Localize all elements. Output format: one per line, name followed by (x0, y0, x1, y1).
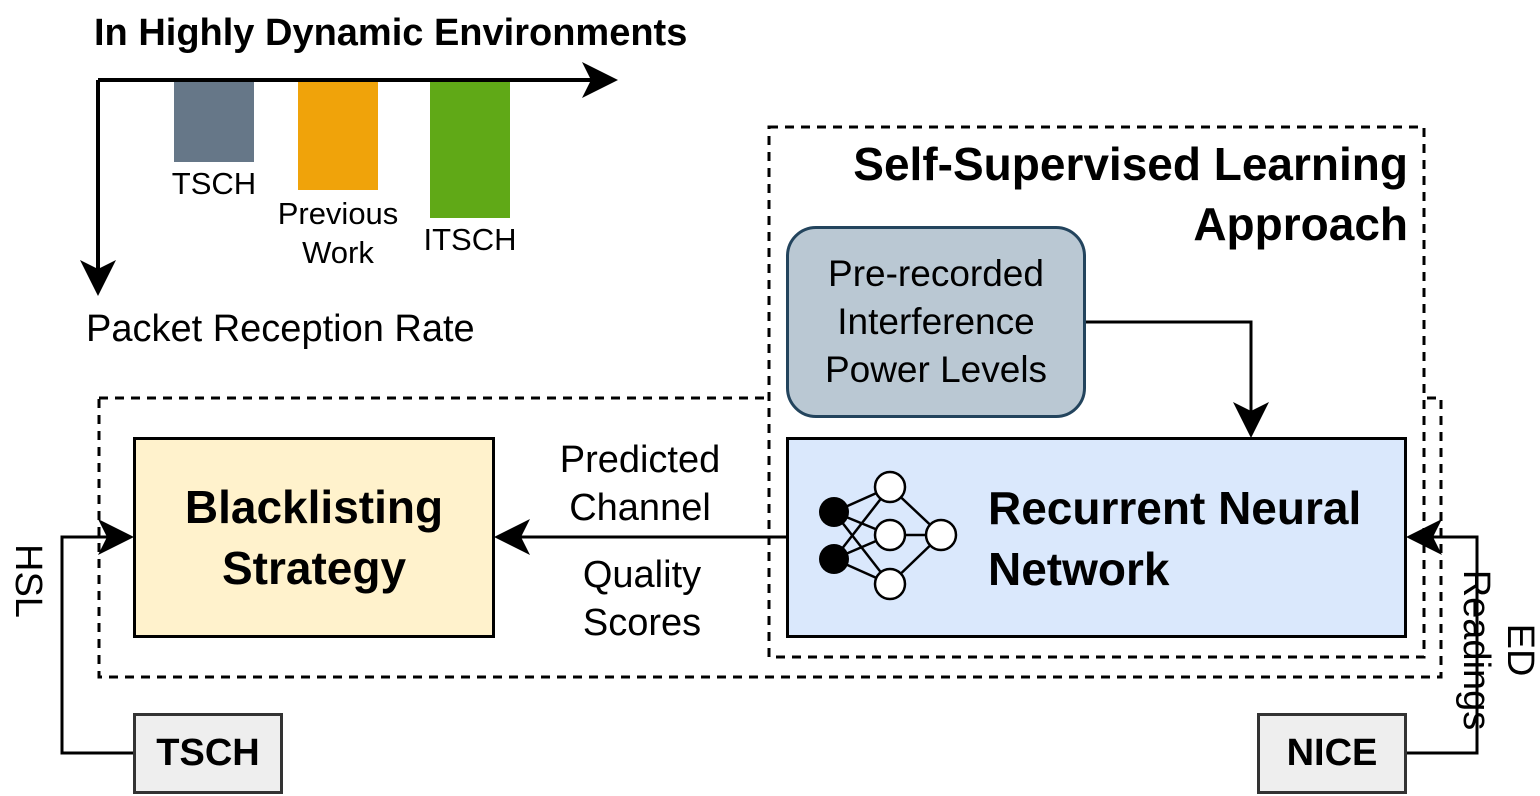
blacklisting-strategy-node: Blacklisting Strategy (133, 437, 495, 638)
hsl-label: HSL (7, 544, 49, 618)
ssl-title-line1: Self-Supervised Learning (853, 138, 1408, 190)
chart-title: In Highly Dynamic Environments (94, 12, 688, 54)
y-axis-arrowhead (80, 260, 116, 296)
edge-line3: Quality (582, 554, 702, 596)
bar-itsch (430, 82, 510, 218)
edge-line1: Predicted (559, 439, 721, 481)
bar-label-itsch: ITSCH (423, 222, 517, 257)
y-axis-label: Packet Reception Rate (86, 308, 475, 350)
interference-arrowhead (1233, 402, 1269, 438)
rnn-line2: Network (988, 543, 1170, 595)
rnn-label: Recurrent Neural Network (988, 478, 1361, 600)
x-axis-arrowhead (582, 62, 618, 98)
interference-to-rnn-connector (1086, 320, 1253, 415)
ed-readings-label: ED Readings (1455, 569, 1540, 731)
outer-dashed-region (97, 396, 1443, 679)
nice-arrowhead (1406, 519, 1442, 555)
ssl-title: Self-Supervised Learning Approach (780, 134, 1408, 254)
tsch-source-node: TSCH (133, 713, 283, 794)
interference-line1: Pre-recorded (828, 253, 1044, 294)
blacklist-line1: Blacklisting (184, 480, 444, 533)
edge-label-top: Predicted Channel (540, 436, 740, 532)
ssl-title-line2: Approach (1193, 198, 1408, 250)
edge-line4: Scores (582, 602, 702, 644)
bar-previous-work (298, 82, 378, 190)
bar-label-previous-work: Previous Work (277, 196, 399, 270)
bar-label-tsch: TSCH (171, 166, 257, 201)
edge-label-bottom: Quality Scores (542, 551, 742, 647)
interference-line2: Interference (837, 301, 1035, 342)
edge-line2: Channel (569, 487, 711, 529)
rnn-to-blacklist-arrowhead (494, 519, 530, 555)
tsch-arrowhead (98, 519, 134, 555)
rnn-line1: Recurrent Neural (988, 482, 1362, 534)
tsch-to-blacklist-connector (60, 535, 134, 755)
blacklist-line2: Strategy (221, 541, 407, 594)
interference-line3: Power Levels (824, 349, 1048, 390)
bar-tsch (174, 82, 254, 162)
nice-source-node: NICE (1257, 713, 1407, 794)
nice-to-rnn-connector (1406, 535, 1479, 755)
interference-power-levels-node: Pre-recorded Interference Power Levels (786, 226, 1086, 418)
